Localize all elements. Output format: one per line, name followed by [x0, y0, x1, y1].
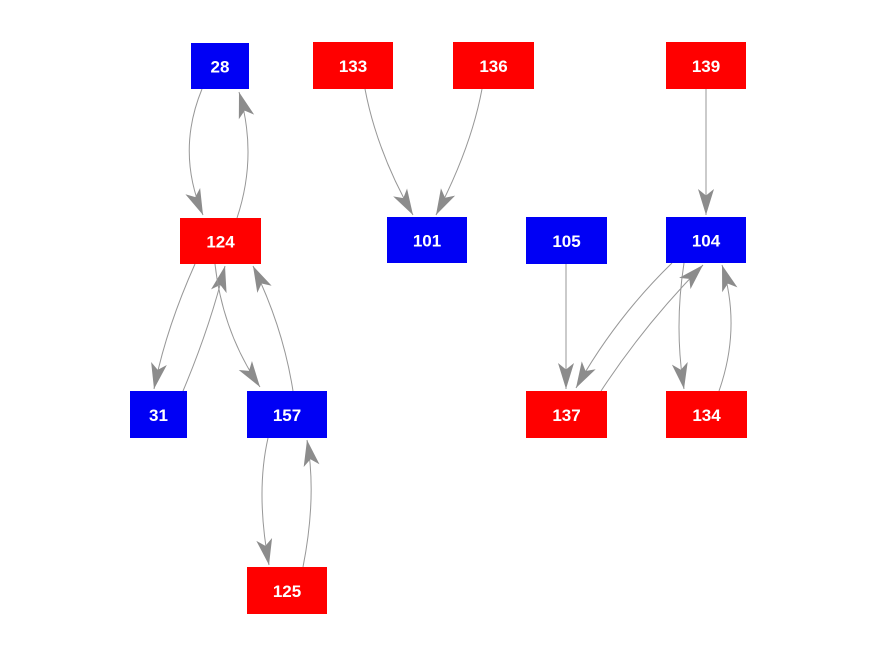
node-rect-139	[666, 42, 746, 89]
edge-125-to-157	[302, 439, 320, 568]
node-label-136: 136	[479, 57, 507, 76]
edge-136-to-101	[435, 88, 483, 216]
node-137: 137	[526, 391, 607, 438]
node-157: 157	[247, 391, 327, 438]
node-rect-31	[130, 391, 187, 438]
node-rect-105	[526, 217, 607, 264]
node-134: 134	[666, 391, 747, 438]
edge-133-to-101	[364, 88, 414, 216]
node-124: 124	[180, 218, 261, 264]
node-label-157: 157	[273, 406, 301, 425]
node-label-137: 137	[552, 406, 580, 425]
node-rect-136	[453, 42, 534, 89]
edge-124-to-28	[236, 91, 255, 219]
edge-104-to-137	[575, 262, 673, 389]
node-104: 104	[666, 217, 746, 263]
node-label-125: 125	[273, 582, 301, 601]
edge-157-to-124	[252, 265, 294, 392]
node-rect-124	[180, 218, 261, 264]
node-layer: 28 133 136 139 124 101 105 104 31 157 137 134 125	[130, 42, 747, 614]
node-rect-104	[666, 217, 746, 263]
node-136: 136	[453, 42, 534, 89]
node-rect-157	[247, 391, 327, 438]
node-rect-137	[526, 391, 607, 438]
edge-137-to-104	[600, 264, 704, 392]
node-31: 31	[130, 391, 187, 438]
node-label-101: 101	[413, 232, 441, 251]
node-139: 139	[666, 42, 746, 89]
node-label-133: 133	[339, 57, 367, 76]
edge-layer	[151, 88, 738, 568]
edge-31-to-124	[182, 265, 227, 392]
node-label-31: 31	[149, 406, 168, 425]
node-105: 105	[526, 217, 607, 264]
node-125: 125	[247, 567, 327, 614]
node-101: 101	[387, 217, 467, 263]
edge-124-to-31	[151, 263, 196, 390]
edge-28-to-124	[185, 88, 204, 216]
node-rect-28	[191, 43, 249, 89]
edge-124-to-157	[214, 263, 261, 388]
edge-104-to-134	[671, 262, 688, 390]
node-rect-101	[387, 217, 467, 263]
node-label-28: 28	[211, 58, 230, 77]
node-label-104: 104	[692, 232, 721, 251]
node-rect-134	[666, 391, 747, 438]
node-28: 28	[191, 43, 249, 89]
node-rect-133	[313, 42, 393, 89]
node-label-105: 105	[552, 232, 580, 251]
edge-134-to-104	[718, 264, 738, 392]
node-label-134: 134	[692, 406, 721, 425]
node-label-139: 139	[692, 57, 720, 76]
edge-157-to-125	[256, 437, 273, 566]
node-label-124: 124	[206, 233, 235, 252]
node-rect-125	[247, 567, 327, 614]
node-133: 133	[313, 42, 393, 89]
